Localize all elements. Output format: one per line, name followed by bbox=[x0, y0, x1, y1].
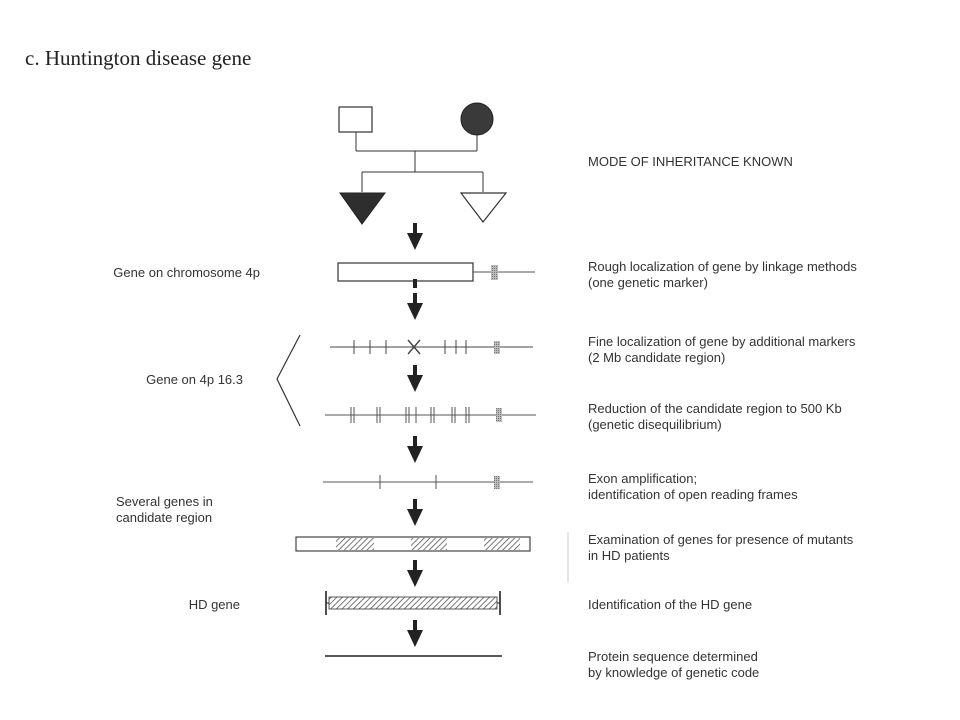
step-line: Fine localization of gene by additional … bbox=[588, 334, 856, 349]
label-line: Several genes in bbox=[116, 494, 213, 509]
down-arrow bbox=[407, 436, 423, 463]
step-line: in HD patients bbox=[588, 548, 670, 563]
step-line: identification of open reading frames bbox=[588, 487, 798, 502]
figure-title: c. Huntington disease gene bbox=[25, 46, 252, 70]
step-exon-amplification: Exon amplification; identification of op… bbox=[588, 471, 798, 503]
step-line: by knowledge of genetic code bbox=[588, 665, 760, 680]
step-line: Reduction of the candidate region to 500… bbox=[588, 401, 842, 416]
telomere-band bbox=[491, 265, 498, 280]
male-unaffected-square bbox=[338, 106, 373, 133]
reduction-map bbox=[325, 407, 536, 423]
step-line: Examination of genes for presence of mut… bbox=[588, 532, 854, 547]
hd-gene-bar bbox=[325, 591, 501, 615]
label-line: candidate region bbox=[116, 510, 213, 525]
region-bracket bbox=[276, 334, 301, 427]
step-gene-examination: Examination of genes for presence of mut… bbox=[588, 532, 853, 564]
label-several-genes: Several genes in candidate region bbox=[116, 494, 213, 526]
step-fine-localization: Fine localization of gene by additional … bbox=[588, 334, 855, 366]
step-line: (genetic disequilibrium) bbox=[588, 417, 722, 432]
step-line: Rough localization of gene by linkage me… bbox=[588, 259, 857, 274]
step-region-reduction: Reduction of the candidate region to 500… bbox=[588, 401, 842, 433]
down-arrow bbox=[407, 560, 423, 587]
step-rough-localization: Rough localization of gene by linkage me… bbox=[588, 259, 857, 291]
down-arrow bbox=[407, 499, 423, 526]
step-protein-sequence: Protein sequence determined by knowledge… bbox=[588, 649, 759, 681]
pedigree bbox=[338, 102, 508, 225]
candidate-genes-bar bbox=[295, 536, 531, 552]
step-line: Exon amplification; bbox=[588, 471, 698, 486]
exon-map bbox=[323, 475, 533, 489]
down-arrow bbox=[407, 620, 423, 647]
candidate-gene-block bbox=[336, 538, 374, 550]
step-identification: Identification of the HD gene bbox=[588, 597, 753, 612]
female-affected-circle bbox=[460, 102, 494, 136]
step-line: (one genetic marker) bbox=[588, 275, 708, 290]
chromosome-box bbox=[337, 262, 474, 282]
down-arrow bbox=[407, 223, 423, 250]
step-line: (2 Mb candidate region) bbox=[588, 350, 726, 365]
affected-offspring-triangle bbox=[339, 192, 386, 225]
label-chromosome-4p: Gene on chromosome 4p bbox=[113, 265, 260, 280]
down-arrow bbox=[407, 365, 423, 392]
fine-localization-map bbox=[330, 339, 533, 355]
step-line: Protein sequence determined bbox=[588, 649, 758, 664]
chromosome-4p bbox=[337, 262, 535, 288]
unaffected-offspring-triangle bbox=[459, 192, 508, 223]
label-hd-gene: HD gene bbox=[188, 597, 240, 612]
candidate-gene-block bbox=[484, 538, 520, 550]
label-4p-16-3: Gene on 4p 16.3 bbox=[146, 372, 243, 387]
flow-arrows bbox=[407, 223, 423, 647]
linkage-marker bbox=[413, 279, 417, 288]
candidate-gene-block bbox=[411, 538, 447, 550]
down-arrow bbox=[407, 293, 423, 320]
step-mode-of-inheritance: MODE OF INHERITANCE KNOWN bbox=[588, 154, 793, 169]
